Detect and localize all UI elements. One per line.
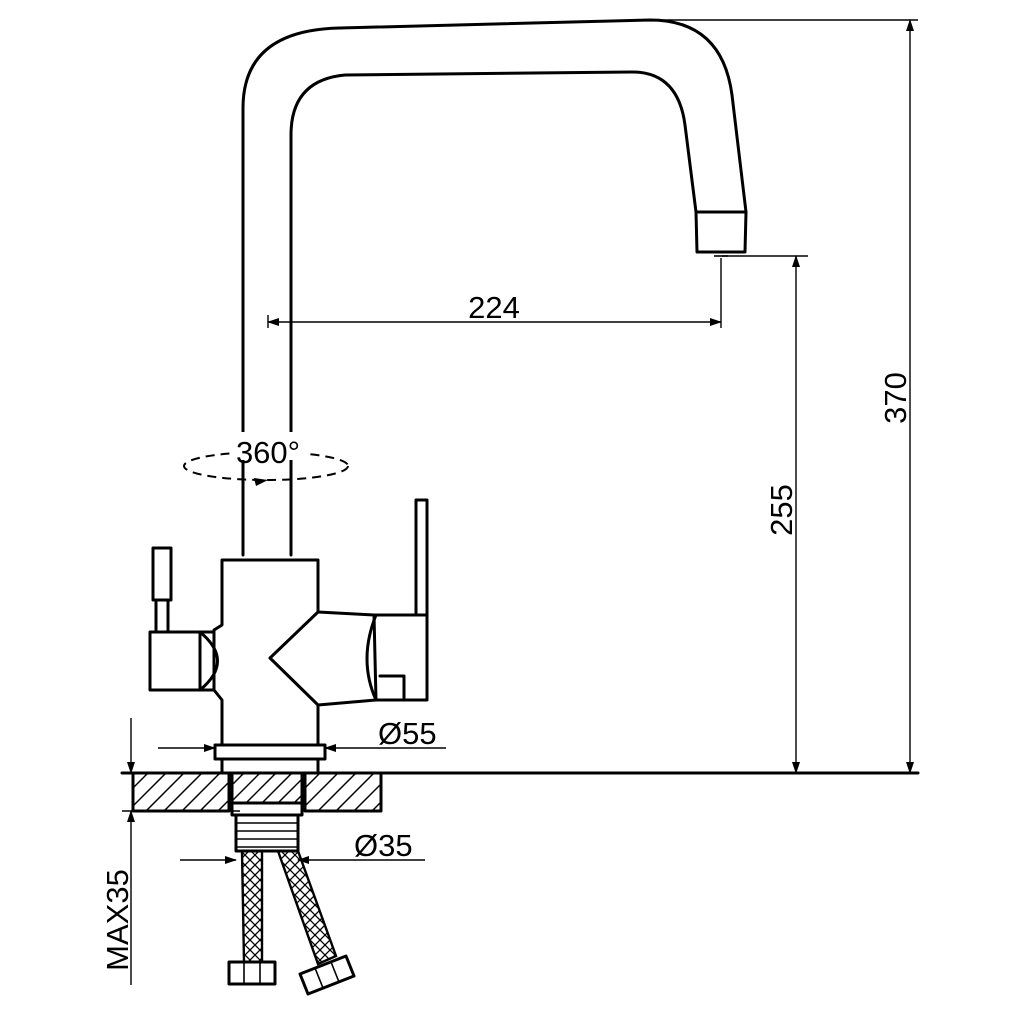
hatch-nut (232, 773, 302, 803)
spout (241, 18, 748, 557)
dimension-spout-height: 255 (722, 255, 808, 774)
right-handle-lever (414, 498, 429, 617)
left-hose (240, 849, 264, 964)
threaded-shank (234, 813, 300, 853)
rotation-arrow-icon (254, 478, 268, 486)
base-mount (120, 743, 920, 853)
dimension-spout-reach: 224 (267, 258, 722, 328)
shank-diameter-label: Ø35 (354, 828, 413, 863)
max-mount-thickness-label: MAX35 (100, 869, 135, 971)
faucet-body (148, 498, 429, 747)
spout-reach-label: 224 (468, 290, 520, 325)
left-valve-curve (198, 630, 219, 692)
spout-outer-outline (241, 18, 748, 557)
dimension-base-diameter: Ø55 (158, 716, 446, 752)
right-hose-nut (298, 954, 356, 996)
left-hose-nut (227, 960, 277, 986)
dimension-total-height: 370 (650, 19, 918, 774)
rotation-label: 360° (236, 435, 300, 470)
countertop-section-right (303, 771, 383, 813)
hatch-right (305, 773, 381, 811)
shank-washer (230, 801, 304, 817)
hatch-left (133, 773, 229, 811)
spout-aerator (694, 210, 748, 254)
dimension-max-mount-thickness: MAX35 (100, 718, 240, 985)
rotation-label-bg (232, 432, 308, 460)
left-handle-lever (151, 546, 173, 602)
right-hose (276, 849, 338, 966)
rotation-indicator: 360° (183, 432, 349, 486)
body-valve-notch (268, 610, 320, 707)
base-diameter-label: Ø55 (378, 716, 437, 751)
total-height-label: 370 (878, 372, 913, 424)
left-valve-body (148, 630, 216, 692)
spout-height-label: 255 (764, 484, 799, 536)
right-valve-body (372, 613, 429, 702)
dimension-shank-diameter: Ø35 (180, 828, 425, 864)
supply-hoses (227, 849, 356, 996)
body-outline (212, 558, 378, 747)
base-flange (213, 743, 327, 761)
left-handle-stem (154, 598, 170, 634)
right-valve-curve (365, 613, 378, 702)
spout-inner-outline (289, 70, 698, 557)
right-valve-spout-tip (378, 674, 406, 702)
